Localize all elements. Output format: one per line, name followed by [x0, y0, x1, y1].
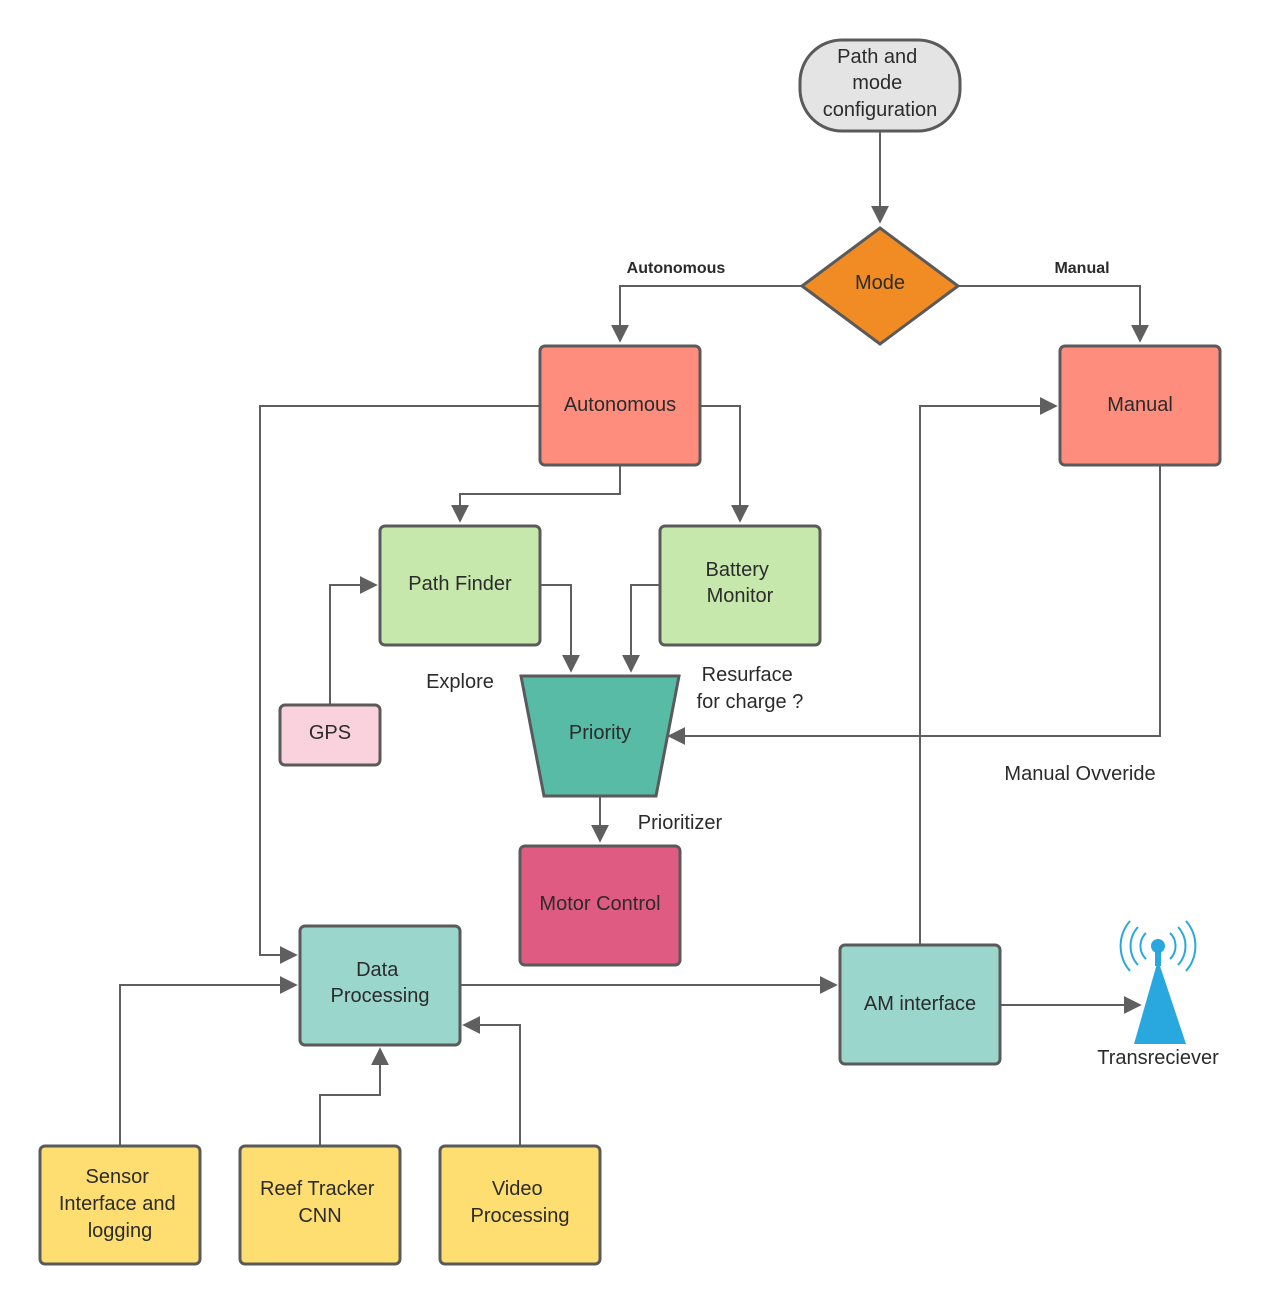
- gps-node: GPS: [278, 703, 382, 767]
- svg-text:Reef Tracker CNN: Reef Tracker CNN: [260, 1178, 380, 1227]
- edge-autonomous-to-dataprocessing: [259, 405, 540, 964]
- edge-mode-to-autonomous: [611, 285, 802, 343]
- edge-battery-to-priority: [622, 584, 660, 673]
- data-processing-shape: [298, 924, 462, 1047]
- svg-text:Battery Monitor: Battery Monitor: [706, 559, 775, 607]
- gps-label: GPS: [309, 722, 351, 744]
- am-interface-shape: [838, 943, 1002, 1066]
- svg-text:Sensor Interface and: Sensor Interface and logging: [59, 1166, 181, 1242]
- label-resurface-line-1: Resurface: [702, 664, 793, 686]
- sensor-interface-line-3: logging: [88, 1220, 153, 1242]
- battery-monitor-line-2: Monitor: [707, 585, 774, 607]
- priority-label: Priority: [569, 722, 631, 744]
- edge-manual-to-priority: [667, 466, 1161, 745]
- battery-monitor-node: Battery Monitor: [658, 524, 822, 647]
- svg-text:Resurface for charge ?: Resurface for charge ?: [697, 664, 804, 713]
- data-processing-node: Data Processing: [298, 924, 462, 1047]
- label-explore: Explore: [426, 671, 494, 693]
- am-interface-node: AM interface: [838, 943, 1002, 1066]
- svg-text:Path and mode conf: Path and mode configuration: [823, 46, 938, 121]
- autonomous-label: Autonomous: [564, 394, 676, 416]
- path-config-line-3: configuration: [823, 99, 938, 121]
- path-finder-label: Path Finder: [408, 573, 512, 595]
- data-processing-line-1: Data: [356, 959, 399, 981]
- manual-shape: [1058, 344, 1222, 467]
- svg-text:Data Processing: Data Processing: [331, 959, 430, 1007]
- video-processing-shape: [438, 1144, 602, 1266]
- sensor-interface-node: Sensor Interface and logging: [38, 1144, 202, 1266]
- path-config-line-2: mode: [852, 72, 902, 94]
- priority-node: Priority: [519, 674, 681, 798]
- transreciever-label: Transreciever: [1097, 1047, 1219, 1069]
- label-resurface-line-2: for charge ?: [697, 691, 804, 713]
- motor-control-shape: [518, 844, 682, 967]
- edge-autonomous-to-battery: [700, 405, 749, 523]
- reef-tracker-line-1: Reef Tracker: [260, 1178, 375, 1200]
- video-processing-line-1: Video: [492, 1178, 543, 1200]
- motor-control-label: Motor Control: [539, 893, 660, 915]
- gps-shape: [278, 703, 382, 767]
- antenna-icon: [1119, 920, 1197, 1044]
- am-interface-label: AM interface: [864, 993, 976, 1015]
- path-finder-node: Path Finder: [378, 524, 542, 647]
- path-config-node: Path and mode configuration: [798, 38, 962, 133]
- battery-monitor-shape: [658, 524, 822, 647]
- edge-sensor-to-dataprocessing: [119, 976, 298, 1145]
- sensor-interface-shape: [38, 1144, 202, 1266]
- edges: [119, 132, 1161, 1145]
- edge-video-to-dataprocessing: [462, 1016, 521, 1145]
- battery-monitor-line-1: Battery: [706, 559, 769, 581]
- svg-text:Video Processing: Video Processing: [471, 1178, 570, 1227]
- path-config-shape: [798, 38, 962, 133]
- edge-gps-to-pathfinder: [329, 576, 378, 705]
- autonomous-node: Autonomous: [538, 344, 702, 467]
- data-processing-line-2: Processing: [331, 985, 430, 1007]
- sensor-interface-line-1: Sensor: [86, 1166, 150, 1188]
- reef-tracker-line-2: CNN: [298, 1205, 341, 1227]
- manual-node: Manual: [1058, 344, 1222, 467]
- reef-tracker-node: Reef Tracker CNN: [238, 1144, 402, 1266]
- reef-tracker-shape: [238, 1144, 402, 1266]
- edge-reef-to-dataprocessing: [319, 1047, 389, 1145]
- autonomous-shape: [538, 344, 702, 467]
- video-processing-line-2: Processing: [471, 1205, 570, 1227]
- priority-shape: [519, 674, 681, 798]
- manual-label: Manual: [1107, 394, 1173, 416]
- label-autonomous-branch: Autonomous: [627, 260, 726, 277]
- path-config-line-1: Path and: [837, 46, 917, 68]
- edge-pathfinder-to-priority: [540, 584, 580, 673]
- edge-autonomous-to-pathfinder: [451, 466, 621, 523]
- path-finder-shape: [378, 524, 542, 647]
- sensor-interface-line-2: Interface and: [59, 1193, 176, 1215]
- label-prioritizer: Prioritizer: [638, 812, 723, 834]
- edge-am-to-manual: [919, 397, 1058, 945]
- label-manual-override: Manual Ovveride: [1004, 763, 1155, 785]
- mode-decision-node: Mode: [799, 226, 961, 346]
- mode-decision-shape: [799, 226, 961, 346]
- motor-control-node: Motor Control: [518, 844, 682, 967]
- mode-label: Mode: [855, 272, 905, 294]
- video-processing-node: Video Processing: [438, 1144, 602, 1266]
- label-manual-branch: Manual: [1054, 260, 1109, 277]
- edge-mode-to-manual: [958, 285, 1149, 343]
- transreciever-node: Transreciever: [1097, 920, 1219, 1069]
